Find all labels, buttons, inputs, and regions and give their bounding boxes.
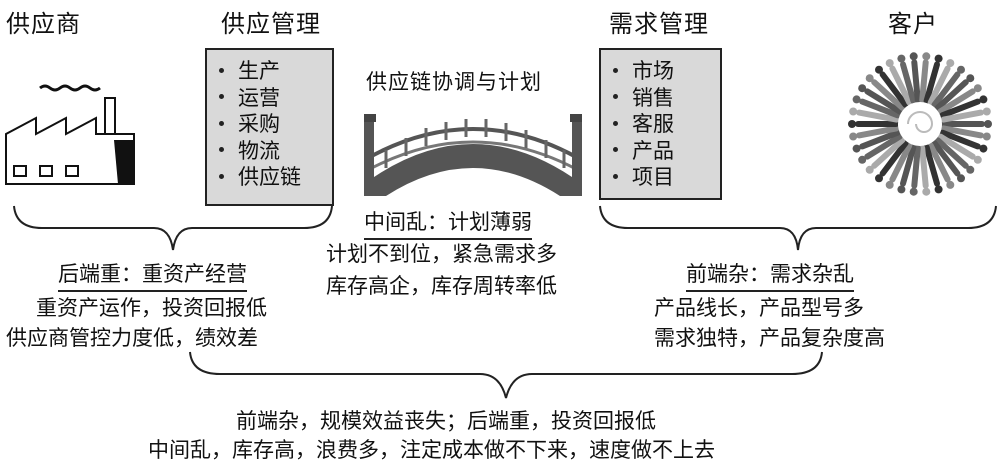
bullet-icon (613, 67, 618, 73)
bullet-icon (219, 147, 224, 152)
bullet-icon (613, 173, 618, 179)
demand-item: 产品 (601, 138, 720, 165)
supply-item-label: 生产 (238, 59, 280, 83)
bullet-icon (219, 173, 224, 179)
middle-line: 计划不到位，紧急需求多 (326, 242, 557, 266)
front-end-brace (599, 205, 997, 251)
demand-management-box: 市场 销售 客服 产品 项目 (599, 48, 722, 200)
demand-item: 销售 (601, 85, 720, 112)
customer-heading: 客户 (888, 10, 938, 38)
supply-management-heading: 供应管理 (221, 10, 321, 38)
supply-item-label: 供应链 (238, 165, 301, 189)
back-end-line: 供应商管控力度低，绩效差 (6, 326, 258, 350)
summary-line: 前端杂，规模效益丧失；后端重，投资回报低 (236, 409, 656, 433)
middle-line: 库存高企，库存周转率低 (326, 274, 557, 298)
demand-item-label: 销售 (632, 85, 674, 110)
demand-item: 客服 (601, 111, 720, 138)
supply-item: 生产 (207, 58, 332, 85)
supply-items-list: 生产 运营 采购 物流 供应链 (207, 50, 332, 191)
customer-crowd-icon (848, 52, 992, 196)
supply-item-label: 采购 (238, 112, 280, 136)
supply-management-box: 生产 运营 采购 物流 供应链 (205, 48, 334, 206)
front-end-title: 前端杂：需求杂乱 (686, 258, 854, 292)
demand-management-heading: 需求管理 (609, 10, 709, 38)
demand-item-label: 项目 (632, 165, 674, 189)
demand-item-label: 产品 (632, 138, 674, 163)
bullet-icon (613, 120, 618, 126)
demand-item-label: 市场 (632, 59, 674, 83)
supply-item: 供应链 (207, 164, 332, 191)
supply-item-label: 物流 (238, 138, 280, 163)
supply-item: 物流 (207, 138, 332, 165)
factory-icon (5, 84, 135, 185)
supply-item-label: 运营 (238, 85, 280, 110)
bullet-icon (219, 67, 224, 73)
supply-item: 采购 (207, 111, 332, 138)
middle-title: 中间乱：计划薄弱 (364, 206, 532, 240)
demand-item-label: 客服 (632, 112, 674, 136)
summary-line: 中间乱，库存高，浪费多，注定成本做不下来，速度做不上去 (148, 438, 715, 462)
supply-item: 运营 (207, 85, 332, 112)
demand-item: 项目 (601, 164, 720, 191)
demand-item: 市场 (601, 58, 720, 85)
summary-brace (189, 351, 823, 399)
back-end-title: 后端重：重资产经营 (58, 258, 247, 292)
bullet-icon (219, 94, 224, 99)
front-end-line: 产品线长，产品型号多 (654, 296, 864, 320)
demand-items-list: 市场 销售 客服 产品 项目 (601, 50, 720, 191)
front-end-line: 需求独特，产品复杂度高 (654, 326, 885, 350)
bullet-icon (613, 147, 618, 152)
back-end-brace (13, 205, 333, 251)
bullet-icon (613, 94, 618, 99)
supplier-heading: 供应商 (6, 10, 81, 38)
coordination-heading: 供应链协调与计划 (366, 70, 542, 94)
bullet-icon (219, 120, 224, 126)
bridge-icon (364, 114, 582, 196)
back-end-line: 重资产运作，投资回报低 (36, 296, 267, 320)
